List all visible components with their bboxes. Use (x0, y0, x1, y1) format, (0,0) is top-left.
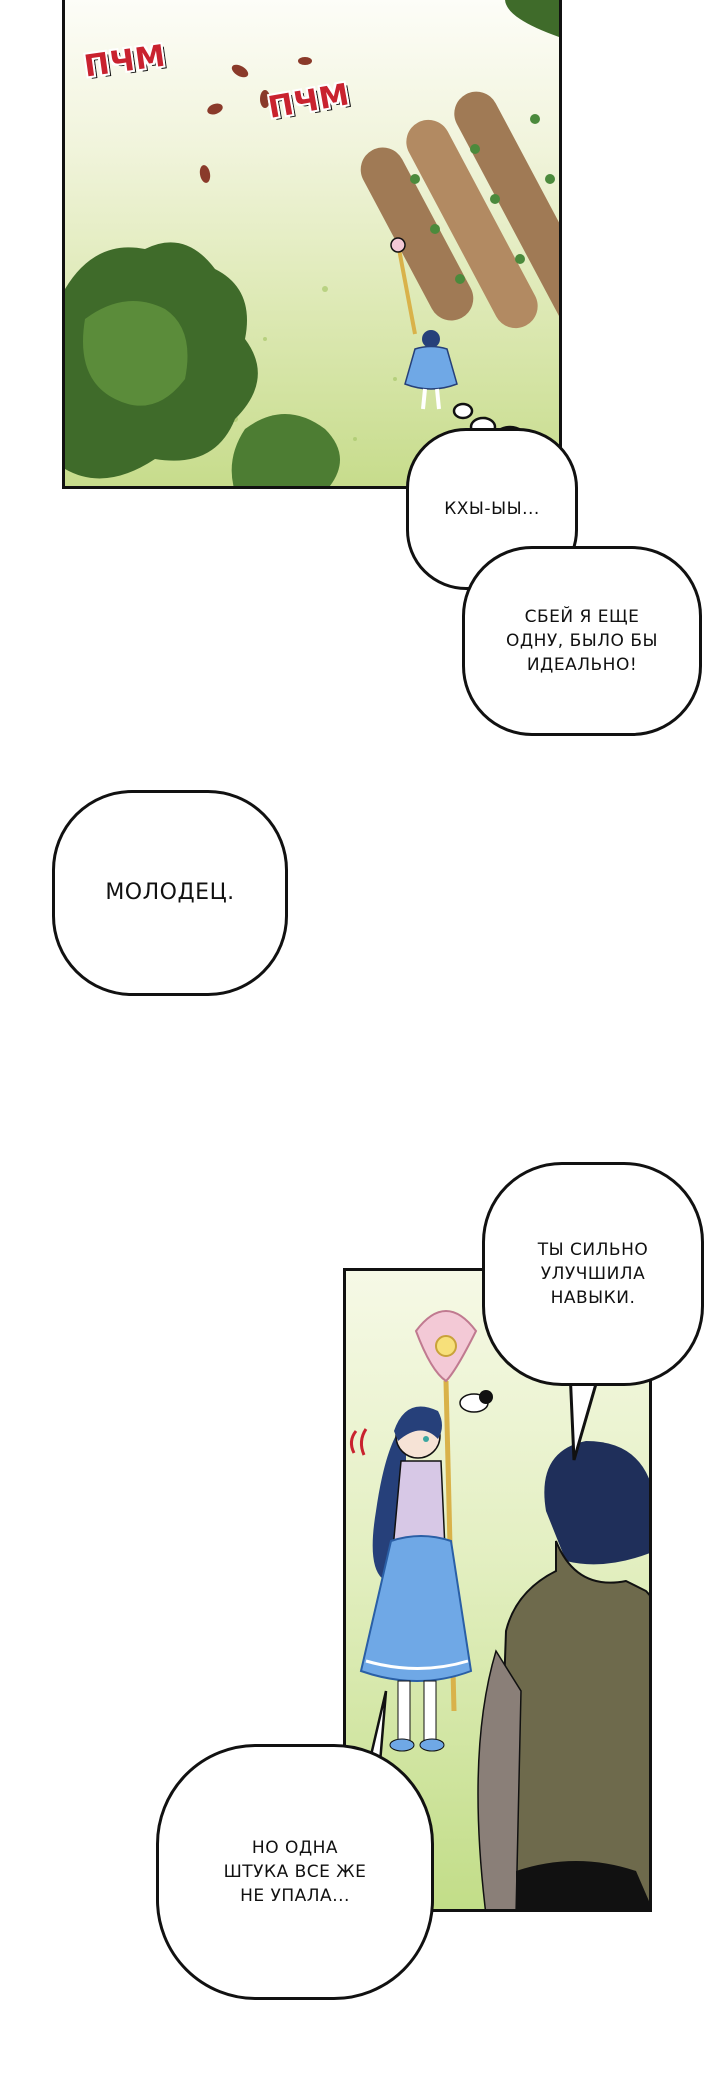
panel-practice-field (62, 0, 562, 489)
speech-bubble-sbey: СБЕЙ Я ЕЩЕ ОДНУ, БЫЛО БЫ ИДЕАЛЬНО! (462, 546, 702, 736)
emphasis-marks (349, 1428, 368, 1456)
speech-text-sbey: СБЕЙ Я ЕЩЕ ОДНУ, БЫЛО БЫ ИДЕАЛЬНО! (505, 607, 658, 675)
bird-figure (459, 1390, 493, 1413)
girl-small-figure (390, 237, 458, 410)
field-illustration (65, 0, 559, 486)
flying-debris (199, 57, 312, 183)
speech-text-ty-silno: ТЫ СИЛЬНО УЛУЧШИЛА НАВЫКИ. (537, 1240, 649, 1308)
characters-illustration (349, 1310, 649, 1909)
speech-text-khy: КХЫ-ЫЫ... (444, 499, 540, 519)
speech-bubble-ty-silno: ТЫ СИЛЬНО УЛУЧШИЛА НАВЫКИ. (482, 1162, 704, 1386)
man-figure (477, 1441, 649, 1909)
bush-left (65, 242, 340, 486)
speech-bubble-molodets: МОЛОДЕЦ. (52, 790, 288, 996)
speech-text-molodets: МОЛОДЕЦ. (105, 880, 235, 905)
target-posts (360, 91, 559, 329)
speech-text-no-odna: НО ОДНА ШТУКА ВСЕ ЖЕ НЕ УПАЛА... (223, 1838, 367, 1906)
tree-corner (505, 0, 559, 37)
speech-bubble-no-odna: НО ОДНА ШТУКА ВСЕ ЖЕ НЕ УПАЛА... (156, 1744, 434, 2000)
girl-figure (359, 1406, 473, 1752)
